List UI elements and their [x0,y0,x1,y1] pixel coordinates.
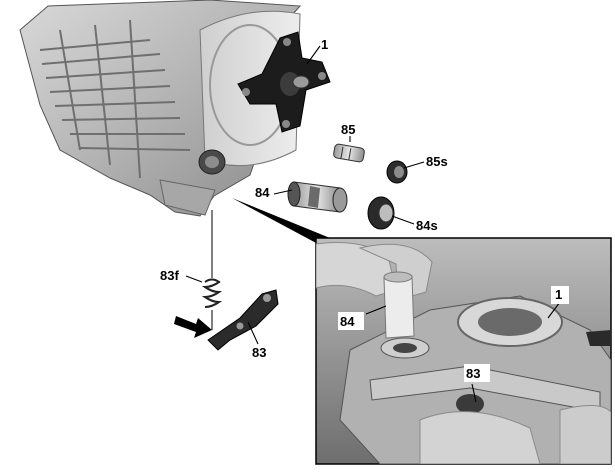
callout-84s: 84s [416,218,438,233]
callout-83f: 83f [160,268,179,283]
screw-plug-part-85s [386,160,408,184]
arrow-right-icon [174,316,212,338]
sleeve-part-84 [287,181,348,213]
callout-84: 84 [255,185,270,200]
inset-callout-83: 83 [466,366,480,381]
inset-sleeve-84 [383,275,415,339]
inset-callout-84: 84 [340,314,355,329]
transmission-housing [19,0,302,217]
sealing-plug-part-84s [367,196,395,230]
lever-part-83 [207,289,279,351]
spring-part-83f [201,210,223,330]
callout-83: 83 [252,345,266,360]
callout-1: 1 [321,37,328,52]
inset-callout-1: 1 [555,287,562,302]
detail-inset-photo [315,237,612,465]
callout-leaders [185,45,425,345]
output-flange-part-1 [237,31,331,133]
detent-pin-part-85 [333,143,365,163]
housing-ribs [39,19,191,179]
detail-pointer-wedge [232,198,330,244]
callout-85: 85 [341,122,355,137]
callout-85s: 85s [426,154,448,169]
